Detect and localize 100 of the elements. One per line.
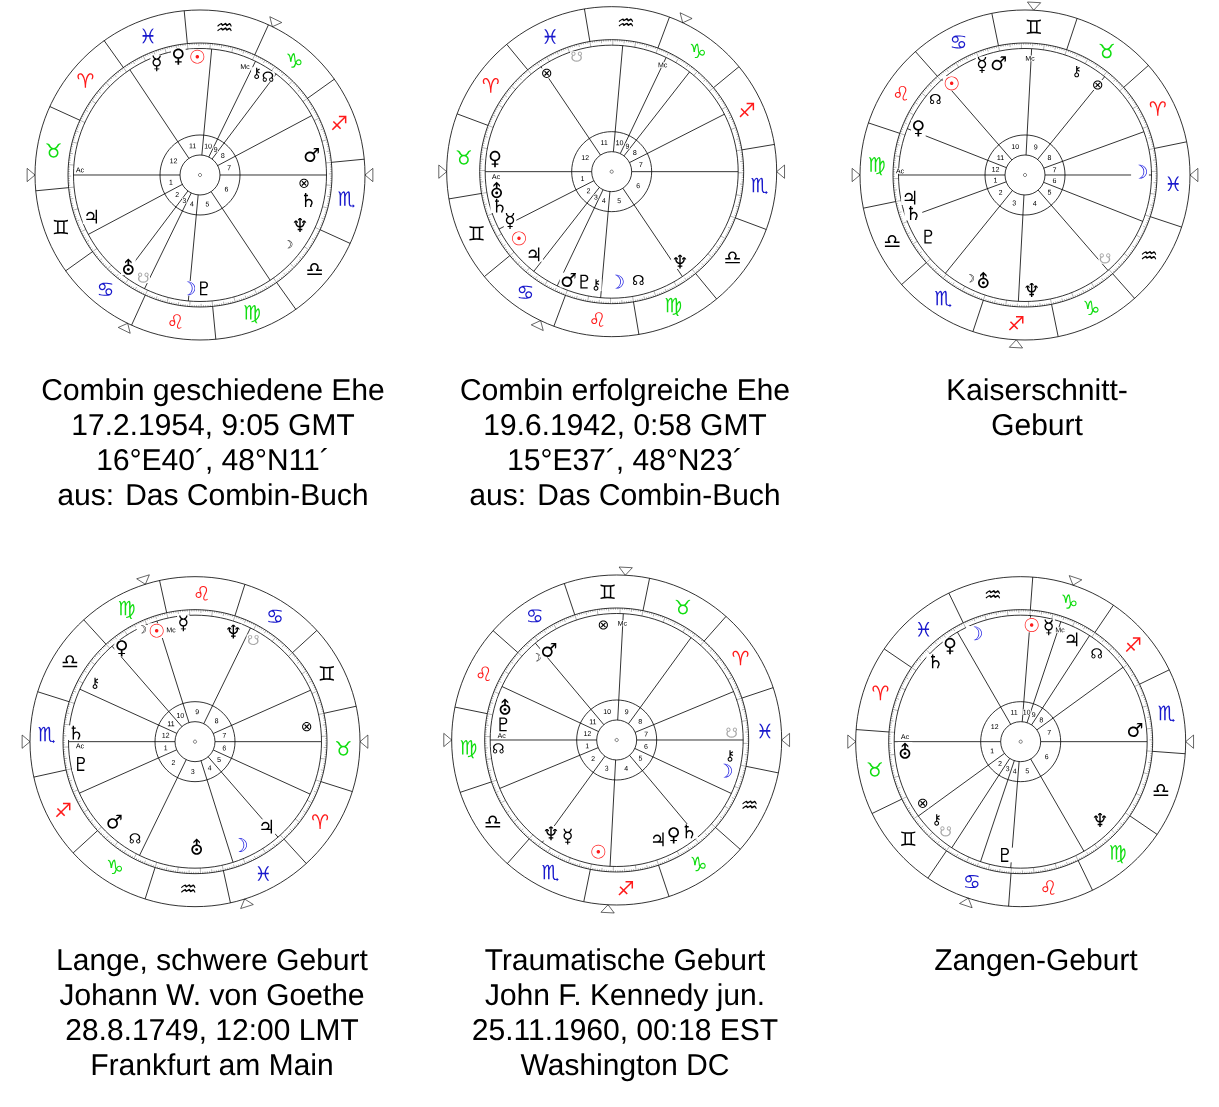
zodiac-sign: ♐: [331, 115, 347, 131]
zodiac-sign: ♐: [1008, 315, 1024, 331]
zodiac-sign: ♍: [244, 305, 260, 324]
zodiac-sign: ♋: [268, 609, 282, 623]
planet-symbol: ♂: [302, 147, 321, 163]
chart-caption: 16°E40´, 48°N11´: [98, 447, 328, 474]
planet-symbol: ⛢: [976, 271, 991, 289]
planet-symbol: ♂: [105, 814, 124, 830]
planet-symbol: ⚷: [931, 813, 943, 827]
zodiac-sign: ♐: [618, 880, 634, 896]
zodiac-sign: ♎: [62, 655, 78, 668]
zodiac-sign: ♐: [739, 102, 755, 118]
zodiac-sign: ♌: [591, 312, 604, 327]
zodiac-sign: ♎: [1153, 784, 1169, 796]
planet-symbol: ☊: [1090, 647, 1104, 659]
zodiac-sign: ♊: [469, 225, 484, 241]
zodiac-sign: ♑: [107, 859, 123, 875]
planet-symbol: ⊗: [597, 620, 610, 630]
planet-symbol: ⛢: [189, 838, 205, 856]
zodiac-sign: ♑: [1062, 594, 1077, 609]
zodiac-sign: ♏: [338, 191, 355, 208]
zodiac-sign: ♊: [1026, 19, 1041, 35]
zodiac-sign: ♋: [528, 609, 542, 623]
planet-symbol: ♃: [1063, 632, 1081, 647]
zodiac-sign: ♌: [1042, 880, 1055, 895]
chart-caption: aus: Das Combin-Buch: [58, 483, 367, 506]
zodiac-sign: ♋: [518, 285, 533, 299]
zodiac-sign: ♈: [872, 685, 889, 701]
chart-caption: Kaiserschnitt-: [948, 378, 1127, 401]
chart-caption: 19.6.1942, 0:58 GMT: [485, 414, 767, 439]
planet-symbol: ♂: [1126, 722, 1144, 738]
planet-symbol: ⊗: [297, 178, 311, 189]
zodiac-sign: ♏: [38, 726, 55, 744]
chart-caption: Frankfurt am Main: [92, 1053, 332, 1076]
zodiac-sign: ♊: [901, 831, 916, 846]
planet-symbol: ☉: [510, 231, 528, 246]
chart-caption: aus: Das Combin-Buch: [470, 483, 779, 506]
planet-symbol: ♇: [494, 717, 513, 732]
planet-symbol: ☽: [283, 239, 294, 249]
zodiac-sign: ♉: [1099, 43, 1114, 59]
planet-symbol: ☽: [607, 274, 626, 289]
planet-symbol: ☿: [561, 828, 574, 845]
zodiac-sign: ♑: [287, 53, 302, 68]
zodiac-sign: ♒: [742, 800, 757, 809]
zodiac-sign: ♎: [485, 815, 501, 828]
planet-symbol: ⛢: [489, 181, 505, 199]
chart-caption: 17.2.1954, 9:05 GMT: [73, 414, 355, 439]
astrology-chart: [443, 566, 790, 914]
chart-caption: 28.8.1749, 12:00 LMT: [66, 1019, 359, 1044]
planet-symbol: ☽: [964, 273, 976, 283]
chart-caption: Washington DC: [520, 1053, 729, 1082]
astrology-chart: [851, 1, 1199, 349]
chart-caption: Geburt: [992, 413, 1083, 436]
zodiac-sign: ♋: [951, 35, 966, 49]
chart-caption: John F. Kennedy jun.: [485, 983, 763, 1012]
zodiac-sign: ♊: [319, 666, 334, 681]
zodiac-sign: ♐: [55, 802, 71, 818]
zodiac-sign: ♓: [1167, 176, 1180, 192]
planet-symbol: ☋: [939, 825, 953, 837]
planet-symbol: ☽: [716, 763, 734, 778]
zodiac-sign: ♓: [759, 723, 771, 739]
zodiac-sign: ♍: [460, 739, 477, 759]
zodiac-sign: ♉: [867, 762, 882, 777]
chart-caption: Zangen-Geburt: [935, 948, 1138, 977]
planet-symbol: ♆: [1091, 812, 1109, 828]
zodiac-sign: ♌: [195, 586, 208, 601]
zodiac-sign: ♉: [675, 599, 691, 615]
zodiac-sign: ♊: [53, 219, 68, 235]
planet-symbol: ♆: [291, 217, 309, 233]
astrology-chart: [438, 6, 785, 338]
planet-symbol: ♆: [1022, 282, 1041, 298]
planet-symbol: ☊: [928, 93, 942, 105]
zodiac-sign: ♍: [665, 297, 682, 316]
zodiac-sign: ♑: [691, 856, 706, 872]
zodiac-sign: ♏: [934, 290, 952, 308]
zodiac-sign: ♉: [336, 741, 351, 756]
planet-symbol: ☊: [128, 832, 142, 844]
astrology-chart: [21, 574, 369, 909]
zodiac-sign: ♓: [917, 621, 930, 637]
zodiac-sign: ♑: [690, 43, 705, 59]
zodiac-sign: ♈: [732, 650, 749, 666]
planet-symbol: ♇: [919, 229, 938, 244]
chart-caption: Combin erfolgreiche Ehe: [461, 378, 789, 407]
zodiac-sign: ♉: [456, 150, 472, 165]
planet-symbol: ⊗: [300, 721, 313, 732]
zodiac-sign: ♒: [217, 22, 232, 32]
chart-caption: Traumatische Geburt: [485, 948, 766, 971]
zodiac-sign: ♌: [169, 314, 182, 329]
zodiac-sign: ♑: [1084, 300, 1099, 316]
zodiac-sign: ♒: [985, 590, 1001, 599]
planet-symbol: ♂: [989, 55, 1008, 71]
astrology-chart: [847, 575, 1194, 908]
planet-symbol: ☽: [231, 837, 249, 853]
planet-symbol: ☉: [589, 844, 608, 859]
astrology-chart: [26, 9, 374, 341]
zodiac-sign: ♎: [884, 234, 900, 247]
zodiac-sign: ♏: [1158, 705, 1175, 723]
planet-symbol: ⚷: [89, 677, 101, 690]
chart-caption: 25.11.1960, 00:18 EST: [473, 1019, 778, 1044]
chart-caption: Combin geschiedene Ehe: [42, 378, 384, 407]
